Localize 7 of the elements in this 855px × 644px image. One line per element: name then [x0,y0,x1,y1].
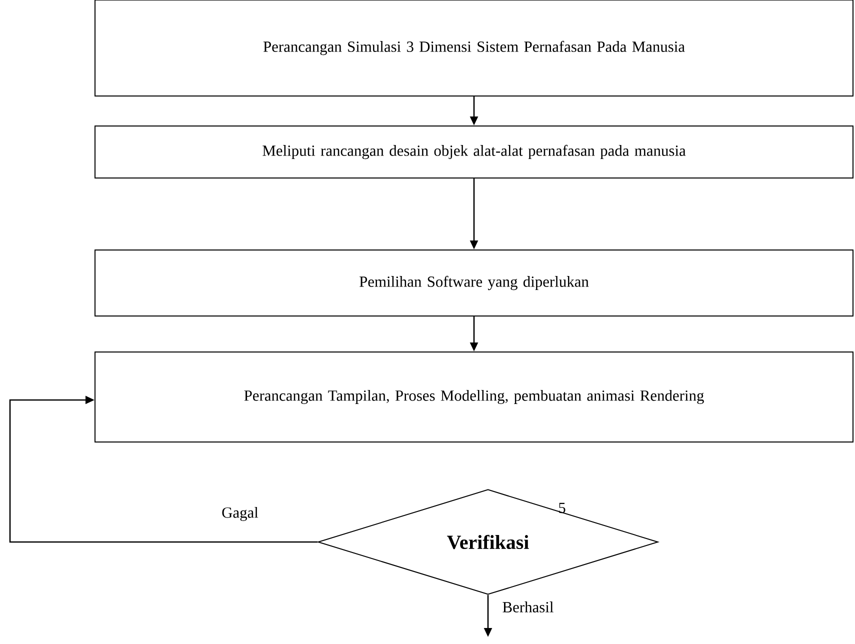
arrow [9,396,318,543]
edge-label: Gagal [220,506,260,522]
process-box: Perancangan Tampilan, Proses Modelling, pembuatan animasi Rendering [94,352,854,442]
process-box: Meliputi rancangan desain objek alat-alat pernafasan pada manusia [94,126,854,178]
process-box: Pemilihan Software yang diperlukan [94,250,854,316]
edge-label: Berhasil [501,600,555,614]
process-box: Perancangan Simulasi 3 Dimensi Sistem Pernafasan Pada Manusia [94,0,854,96]
